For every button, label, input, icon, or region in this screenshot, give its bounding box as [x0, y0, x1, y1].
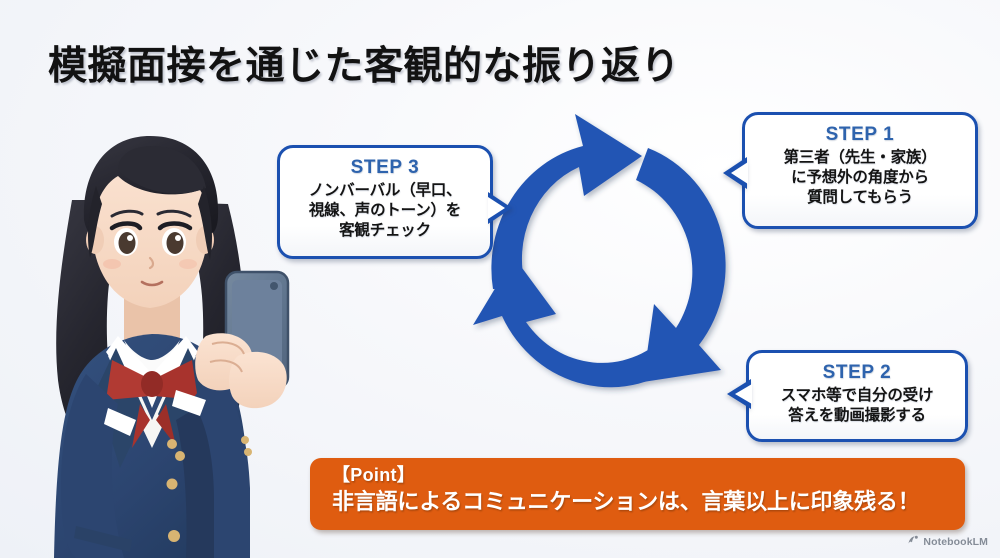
callout-tail-step-1 [723, 157, 748, 189]
step-2-body: スマホ等で自分の受け 答えを動画撮影する [780, 386, 934, 424]
hand-right [229, 351, 287, 409]
blazer-button [166, 478, 178, 490]
hair-side-right [198, 186, 212, 260]
eyebrow-right [156, 209, 192, 218]
bowtie-tail-right [156, 404, 176, 446]
finger-line [211, 341, 245, 355]
blazer-button [167, 439, 177, 449]
notebooklm-logo-icon [907, 533, 919, 551]
step-1-label: STEP 1 [825, 124, 895, 145]
step-2-label: STEP 2 [822, 362, 892, 383]
cuff-button [241, 436, 249, 444]
blush-left [103, 259, 121, 269]
point-tag: 【Point】 [332, 465, 416, 485]
cycle-diagram [452, 100, 772, 440]
cuff-button [244, 448, 252, 456]
arm-right-shadow [176, 408, 214, 558]
point-banner: 【Point】 非言語によるコミュニケーションは、言葉以上に印象残る！ [310, 458, 965, 530]
bowtie-tail-left [132, 404, 150, 448]
hair-side-left [88, 186, 102, 258]
bowtie-left [106, 360, 152, 400]
cycle-arrows [473, 114, 726, 388]
student-illustration [0, 108, 300, 558]
mouth [140, 280, 164, 287]
bowtie-knot [141, 371, 163, 397]
finger-line [209, 359, 243, 373]
hair-bangs [118, 146, 206, 194]
eye-highlight-right [175, 235, 181, 241]
eyelash-right [157, 221, 193, 231]
blazer-pocket [74, 526, 132, 552]
cycle-arrow-right [636, 148, 726, 382]
step-3-body: ノンバーバル（早口、 視線、声のトーン）を 客観チェック [308, 181, 462, 239]
blazer-button [168, 530, 180, 542]
point-text: 非言語によるコミュニケーションは、言葉以上に印象残る！ [332, 488, 920, 514]
iris-right [166, 232, 184, 254]
callout-tail-step-3 [488, 192, 512, 224]
callout-step-2[interactable]: STEP 2 スマホ等で自分の受け 答えを動画撮影する [727, 350, 968, 442]
nose [148, 256, 155, 270]
callout-tail-step-2 [727, 379, 752, 409]
step-3-label: STEP 3 [350, 157, 420, 178]
eyebrow-left [110, 209, 144, 218]
blazer-button [175, 451, 185, 461]
callout-step-1[interactable]: STEP 1 第三者（先生・家族） に予想外の角度から 質問してもらう [723, 112, 978, 229]
page-title: 模擬面接を通じた客観的な振り返り [48, 45, 681, 88]
iris-left [118, 232, 136, 254]
cuff-right [172, 390, 206, 416]
callout-step-3[interactable]: STEP 3 ノンバーバル（早口、 視線、声のトーン）を 客観チェック [277, 145, 512, 259]
eyelash-left [109, 221, 143, 231]
blush-right [179, 259, 197, 269]
cycle-arrow-top [491, 114, 642, 289]
eye-highlight-left [127, 235, 133, 241]
lapel-left [96, 348, 146, 468]
watermark: NotebookLM [907, 533, 988, 551]
cycle-arrow-bottom [473, 257, 687, 388]
cuff-left [104, 408, 136, 436]
watermark-label: NotebookLM [923, 536, 988, 548]
step-1-body: 第三者（先生・家族） に予想外の角度から 質問してもらう [783, 148, 937, 206]
phone-camera [270, 282, 278, 290]
bowtie-right [152, 360, 198, 400]
